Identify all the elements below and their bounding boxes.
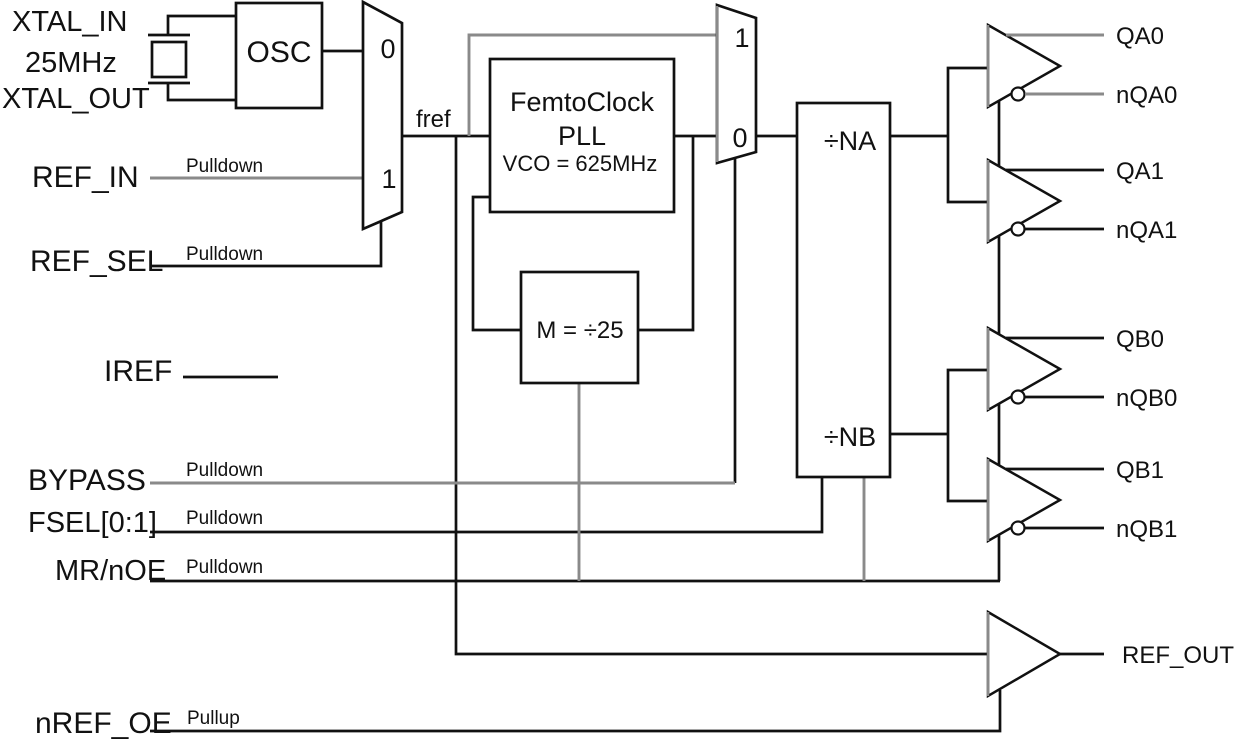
nqb0-label: nQB0 (1116, 385, 1177, 412)
pll-label-1: FemtoClock (510, 87, 655, 117)
nref-oe-wire (150, 690, 1002, 733)
block-labels: OSC FemtoClock PLL VCO = 625MHz M = ÷25 … (246, 23, 876, 452)
div-nb-label: ÷NB (824, 422, 876, 452)
wires-black (148, 14, 1002, 733)
xtal-out-wire (166, 83, 236, 102)
fref-label: fref (416, 106, 451, 133)
na-branch-wire (946, 66, 988, 204)
output-stub-wires (1006, 33, 1104, 656)
wires-gray (150, 33, 866, 581)
ref-out-buffer (986, 609, 1063, 699)
fref-to-refout-wire (454, 136, 988, 656)
ref-sel-pull-label: Pulldown (186, 244, 263, 265)
qb0-label: QB0 (1116, 326, 1164, 353)
iref-label: IREF (104, 355, 172, 388)
nqa0-label: nQA0 (1116, 82, 1177, 109)
pin-labels: XTAL_IN 25MHz XTAL_OUT REF_IN Pulldown R… (2, 6, 263, 740)
div-na-label: ÷NA (824, 126, 876, 156)
bypass-pull-label: Pulldown (186, 460, 263, 481)
ref-sel-label: REF_SEL (30, 245, 163, 278)
nref-oe-label: nREF_OE (35, 707, 172, 740)
nb-branch-wire (946, 368, 988, 503)
fsel-pull-label: Pulldown (186, 508, 263, 529)
qa1-label: QA1 (1116, 158, 1164, 185)
qb1-invert-bubble-icon (1010, 520, 1026, 536)
fsel-wire (150, 477, 824, 534)
xtal-out-label: XTAL_OUT (2, 83, 150, 115)
output-divider-block (795, 101, 892, 479)
qa1-invert-bubble-icon (1010, 221, 1026, 237)
pll-label-2: PLL (558, 121, 606, 151)
m-divider-block (519, 270, 640, 385)
nqa1-label: nQA1 (1116, 217, 1177, 244)
pll-to-mdiv-wire (638, 136, 695, 332)
ref-in-pull-label: Pulldown (186, 156, 263, 177)
bypass-top-wire (467, 33, 717, 136)
nref-oe-pull-label: Pullup (187, 708, 240, 729)
output-buffers (986, 22, 1063, 699)
ref-in-label: REF_IN (32, 161, 139, 194)
mr-noe-label: MR/nOE (55, 555, 166, 587)
bypass-label: BYPASS (28, 464, 146, 497)
qa0-invert-bubble-icon (1010, 86, 1026, 102)
qb0-invert-bubble-icon (1010, 389, 1026, 405)
ref-sel-wire (150, 222, 383, 268)
osc-label: OSC (246, 36, 311, 69)
ref-mux (361, 0, 404, 232)
byp-mux-in1-label: 1 (734, 23, 749, 53)
xtal-freq-label: 25MHz (25, 47, 117, 79)
qa0-label: QA0 (1116, 23, 1164, 50)
xtal-in-label: XTAL_IN (12, 6, 128, 38)
ref-mux-in1-label: 1 (381, 164, 396, 194)
ref-mux-in0-label: 0 (380, 34, 395, 64)
mr-noe-pull-label: Pulldown (186, 557, 263, 578)
nqb1-label: nQB1 (1116, 516, 1177, 543)
m-feedback-wire (471, 195, 521, 332)
pll-label-3: VCO = 625MHz (503, 151, 658, 176)
osc-block (234, 1, 324, 110)
fsel-label: FSEL[0:1] (28, 507, 157, 539)
ref-out-label: REF_OUT (1122, 642, 1234, 669)
xtal-in-wire (166, 14, 236, 35)
byp-mux-in0-label: 0 (732, 123, 747, 153)
m-div-label: M = ÷25 (536, 317, 623, 344)
crystal-icon (150, 40, 188, 79)
output-labels: QA0 nQA0 QA1 nQA1 QB0 nQB0 QB1 nQB1 REF_… (1116, 23, 1234, 669)
pll-block (488, 57, 676, 214)
qb1-label: QB1 (1116, 457, 1164, 484)
